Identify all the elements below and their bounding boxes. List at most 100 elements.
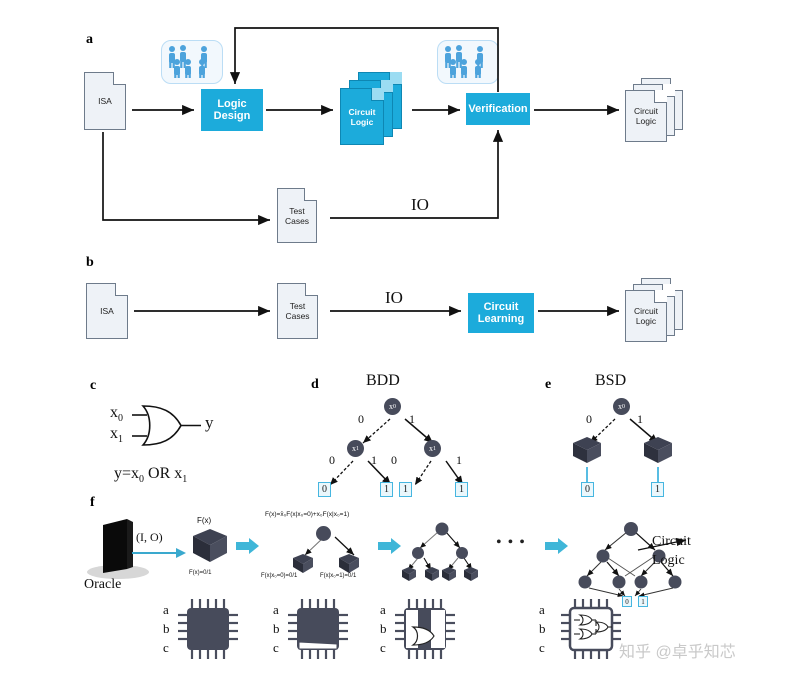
equation-prefix: y=x [114, 465, 140, 482]
chip-pin-b-1: b [163, 621, 170, 636]
bsd-leaf-0: 0 [581, 482, 594, 497]
circuit-logic-out-b-label-2: Logic [635, 316, 657, 326]
panel-e-title: BSD [595, 372, 627, 389]
bdd-edge-root-left [362, 418, 391, 444]
circuit-logic-blue-stack: Circuit Logic [340, 72, 410, 147]
bdd-root-sub: 0 [393, 403, 396, 410]
test-cases-document-b: Test Cases [277, 283, 318, 339]
verification-box[interactable]: Verification [466, 93, 530, 125]
circuit-logic-output-stack-b: Circuit Logic [625, 278, 687, 344]
chip-pin-c-3: c [380, 640, 386, 655]
chip-pins-group-3: a b c [380, 600, 387, 657]
circuit-learning-box[interactable]: Circuit Learning [468, 293, 534, 333]
fx-cube [190, 527, 230, 570]
bdd-edge-label-4: 0 [391, 453, 397, 467]
logic-design-box[interactable]: Logic Design [201, 89, 263, 131]
bsd-edge-label-0: 0 [586, 412, 592, 426]
cube-icon [425, 567, 439, 581]
final-tree [578, 522, 682, 598]
logic-design-label-1: Logic [217, 97, 247, 110]
doc-fold-icon [654, 90, 667, 103]
equation-mid: OR x [144, 465, 183, 482]
panel-f-output-label-2: Logic [652, 553, 685, 568]
bdd-root-label: x [389, 402, 393, 411]
bdd-edge-root-right [404, 418, 434, 444]
arrow-isa-to-test-cases [102, 132, 270, 226]
bdd-edge-label-1: 1 [409, 412, 415, 426]
final-tree-leaf-0: 0 [622, 596, 632, 607]
bdd-left-label: x [352, 444, 356, 453]
bdd-edge-l-left [329, 460, 354, 486]
bsd-edge-right [629, 418, 659, 444]
chip-pin-b-2: b [273, 621, 280, 636]
oracle-monolith-svg [87, 519, 149, 579]
panel-c-letter: c [90, 378, 97, 393]
stage2-cube-left [291, 553, 315, 580]
chip-pins-group-2: a b c [273, 600, 280, 657]
chip-pins-group-1: a b c [163, 600, 170, 657]
bdd-leaf-2: 1 [399, 482, 412, 497]
bsd-root-sub: 0 [622, 403, 625, 410]
cube-icon [193, 529, 227, 562]
chip-pin-a-1: a [163, 602, 169, 617]
test-cases-label-a-1: Test [289, 205, 305, 216]
panel-a-connectors [102, 27, 619, 226]
bdd-edge-r-right [445, 460, 464, 486]
doc-fold-icon [304, 188, 317, 201]
chip-icon-4 [561, 599, 621, 659]
chip-pin-c-2: c [273, 640, 279, 655]
chip-pins-group-4: a b c [539, 600, 546, 657]
panel-f-output-label-1: Circuit [652, 534, 691, 549]
circuit-logic-blue-label-2: Logic [350, 116, 374, 127]
chip-pin-a-3: a [380, 602, 386, 617]
bdd-edge-label-0: 0 [358, 412, 364, 426]
or-gate-diagram [105, 398, 255, 453]
bdd-leaf-0: 0 [318, 482, 331, 497]
bsd-cube-left [571, 435, 603, 470]
test-cases-document-a: Test Cases [277, 188, 317, 243]
bsd-leaf-1: 1 [651, 482, 664, 497]
panel-d-title: BDD [366, 372, 400, 389]
input0-sub: 0 [118, 413, 123, 425]
bdd-leaf-3: 1 [455, 482, 468, 497]
bdd-tree [329, 418, 464, 486]
input0-label: x [110, 404, 118, 421]
bsd-root-label: x [618, 402, 622, 411]
panel-b-letter: b [86, 255, 94, 270]
panel-d-letter: d [311, 377, 319, 392]
test-cases-label-b-1: Test [289, 301, 306, 311]
people-group-icon-left [161, 40, 223, 84]
arrow-io-to-verification [330, 130, 504, 219]
input1-sub: 1 [118, 434, 123, 446]
panel-b-connectors [134, 305, 619, 317]
circuit-logic-out-label-2: Logic [635, 116, 657, 126]
cube-icon [339, 554, 359, 573]
or-gate-input-1: x1 [110, 425, 123, 445]
bdd-leaf-1: 1 [380, 482, 393, 497]
equation-sub0: 0 [139, 474, 145, 486]
circuit-logic-blue-label-1: Circuit [348, 106, 376, 117]
circuit-logic-output-stack-a: Circuit Logic [625, 78, 687, 144]
stage2-cube-right [337, 553, 361, 580]
verification-label: Verification [468, 102, 528, 115]
bdd-right-label: x [429, 444, 433, 453]
bdd-edge-label-2: 0 [329, 453, 335, 467]
chip-pin-a-2: a [273, 602, 279, 617]
doc-fold-icon [305, 283, 318, 296]
cube-icon [402, 567, 416, 581]
io-label-a: IO [411, 195, 429, 214]
stage3-cube-4 [462, 566, 480, 588]
doc-fold-icon [113, 72, 126, 85]
io-arrow-label: (I, O) [136, 530, 163, 544]
logic-design-label-2: Design [213, 110, 251, 122]
people-svg [169, 45, 207, 78]
circuit-learning-label-2: Learning [477, 313, 525, 325]
chip-pin-c-4: c [539, 640, 545, 655]
fx-label: F(x) [197, 516, 212, 525]
equation-sub1: 1 [182, 474, 188, 486]
stage-ellipsis: • • • [496, 534, 526, 551]
chip-icon-1 [178, 599, 238, 659]
chip-icon-2 [288, 599, 348, 659]
chip-pin-a-4: a [539, 602, 545, 617]
